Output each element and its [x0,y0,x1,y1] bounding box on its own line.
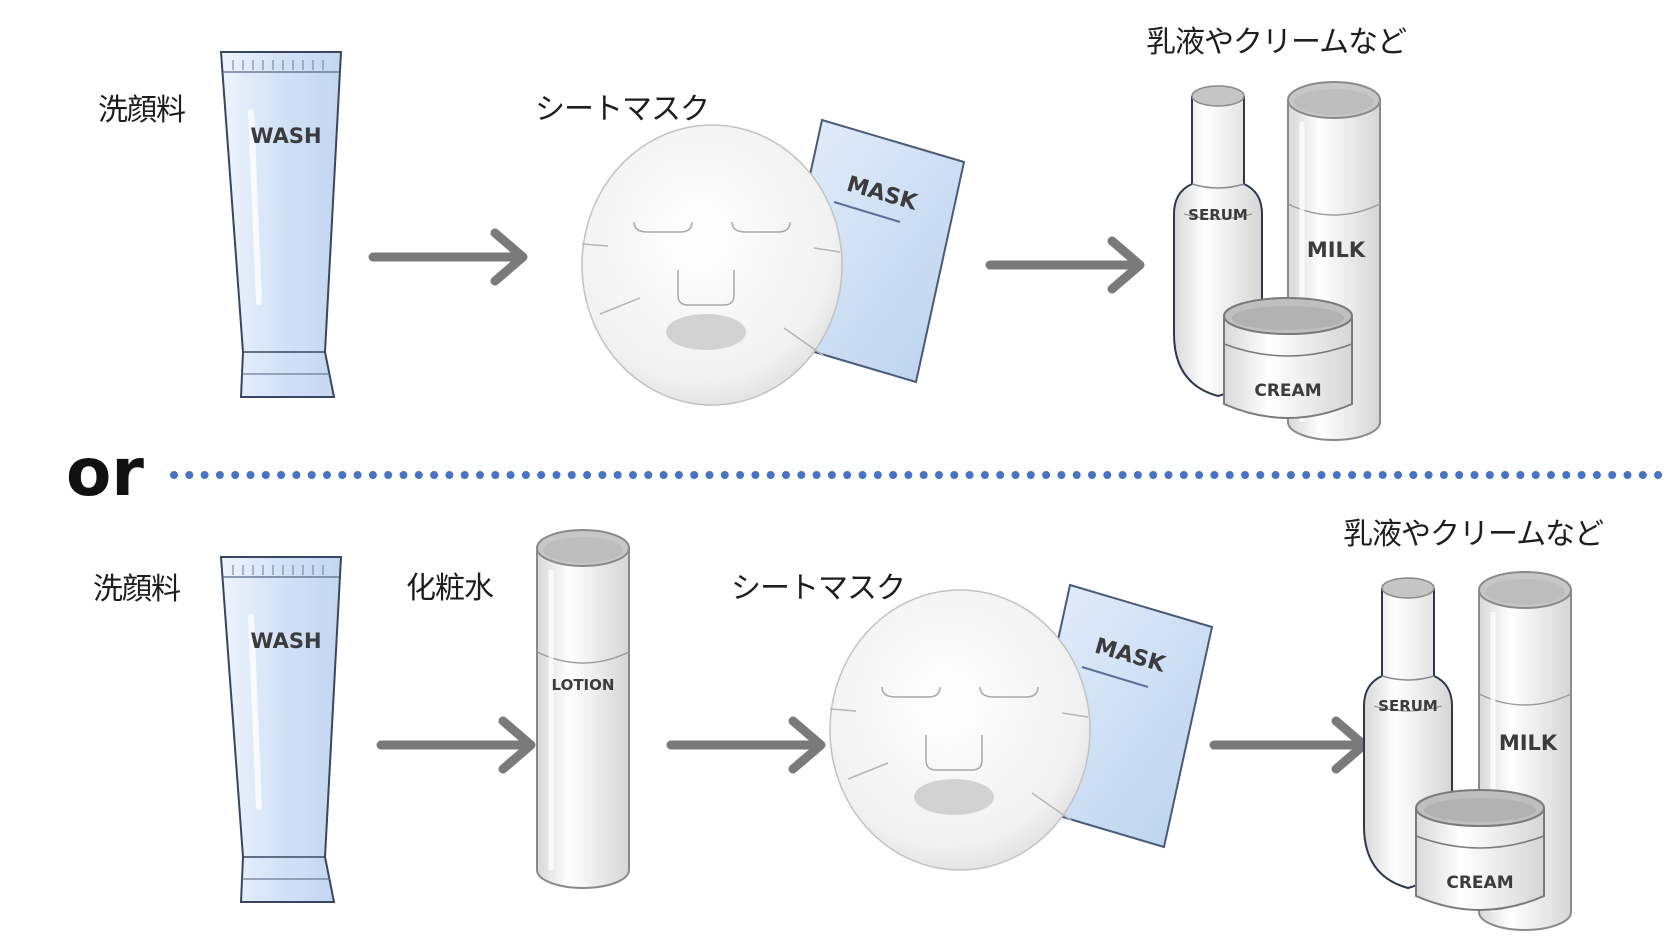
row1-wash-label: 洗顔料 [98,93,186,128]
row1-wash-product-label: WASH [250,124,321,148]
or-separator-word: or [66,434,144,511]
row2-serum-product-label: SERUM [1378,697,1438,715]
row2-sheet-mask [829,584,1213,871]
row1-mask-label: シートマスク [535,92,710,127]
row2-arrow-2 [671,721,821,769]
row1-milk-product-label: MILK [1307,238,1366,262]
row2-arrow-3 [1214,721,1364,769]
row2-wash-label: 洗顔料 [93,572,181,607]
row1-arrow-1 [373,233,523,281]
row1-wash-tube [221,52,341,397]
row2-lotion-bottle [537,530,629,888]
row2-arrow-1 [381,721,531,769]
row2-milk-product-label: MILK [1499,731,1558,755]
row2-lotion-label: 化粧水 [406,571,494,606]
row1-sheet-mask [581,119,965,406]
row2-cream-product-label: CREAM [1446,873,1513,893]
row2-wash-tube [221,557,341,902]
row2-finish-label: 乳液やクリームなど [1343,517,1604,552]
row1-arrow-2 [990,241,1140,289]
row2-wash-product-label: WASH [250,629,321,653]
row1-cream-product-label: CREAM [1254,381,1321,401]
row2-mask-label: シートマスク [731,571,906,606]
row1-finish-label: 乳液やクリームなど [1146,25,1407,60]
row2-lotion-product-label: LOTION [552,676,615,694]
row1-serum-product-label: SERUM [1188,206,1248,224]
